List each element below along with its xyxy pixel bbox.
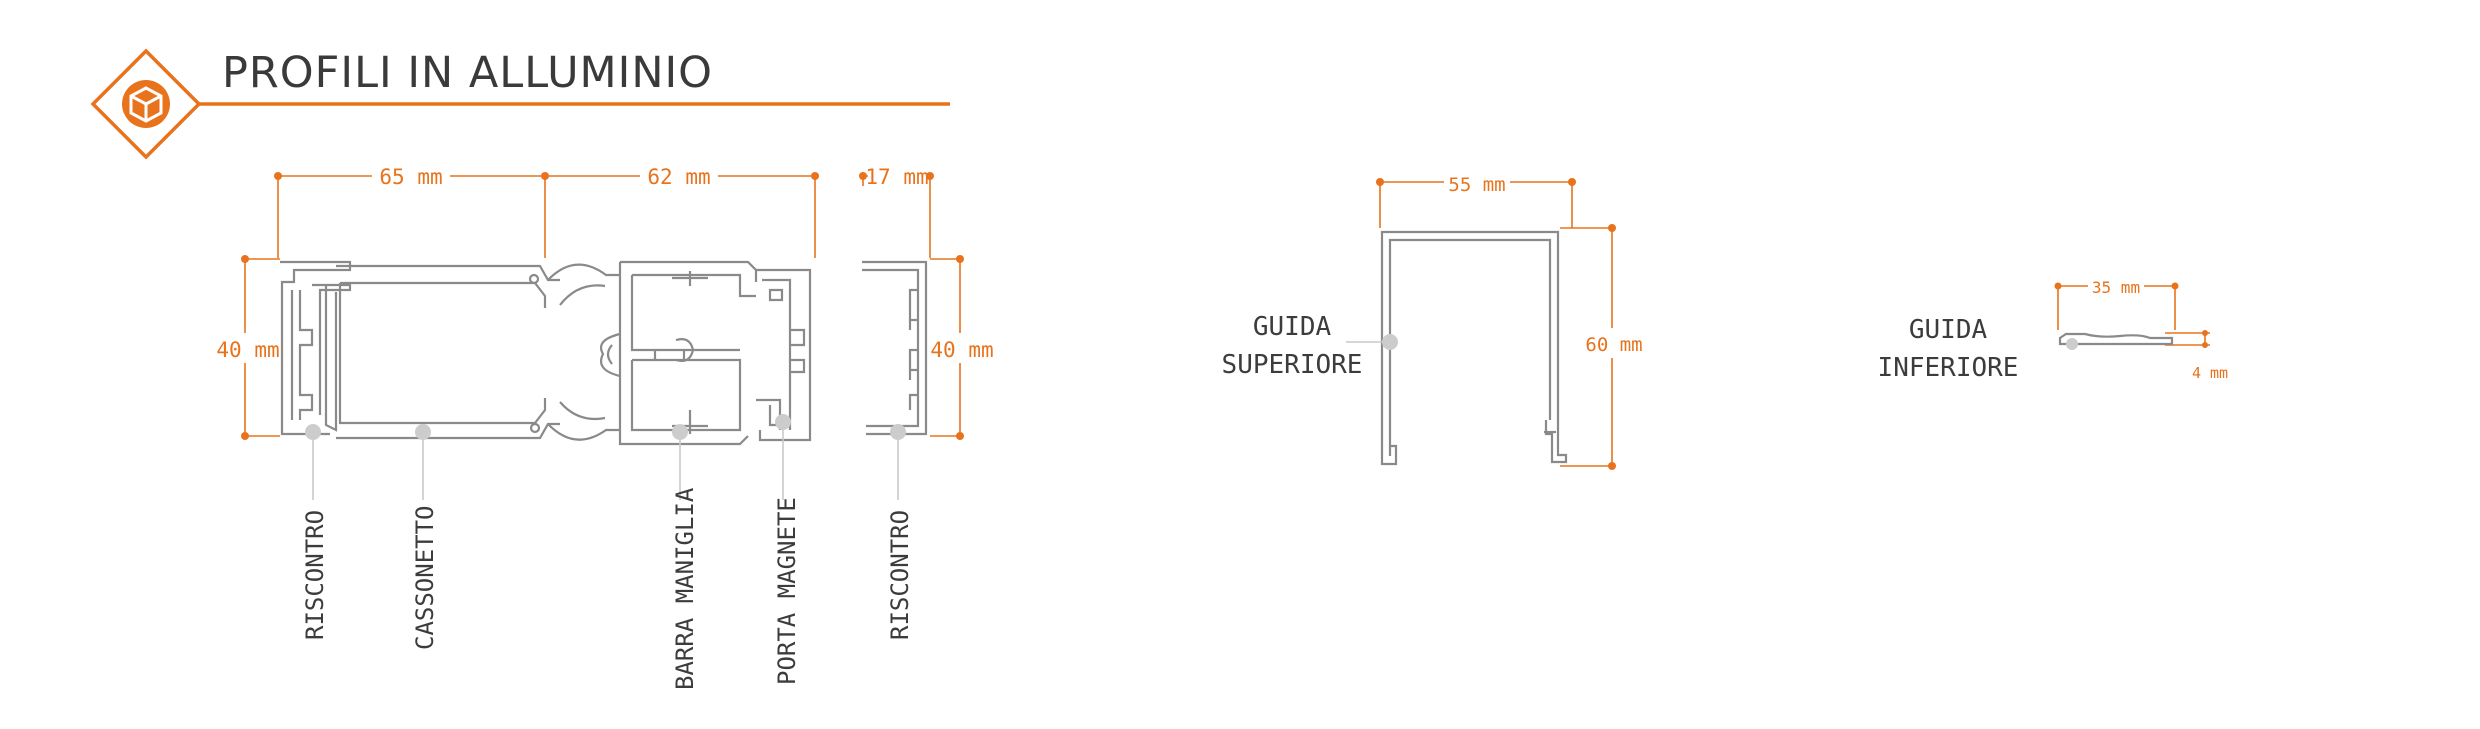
main-profile-leaders [305, 414, 791, 500]
label-barra-maniglia: BARRA MANIGLIA [671, 487, 699, 690]
header-logo [90, 48, 202, 160]
label-riscontro-left: RISCONTRO [301, 510, 329, 640]
cube-icon [122, 80, 170, 128]
page-title: PROFILI IN ALLUMINIO [222, 48, 714, 98]
riscontro-profile: 17 mm 40 mm RISCONTRO [859, 160, 994, 640]
guida-superiore-label-1: GUIDA [1253, 312, 1332, 342]
label-porta-magnete: PORTA MAGNETE [773, 497, 801, 685]
dim-width-right: 62 mm [647, 165, 710, 189]
main-profile-dimensions: 65 mm 62 mm 40 mm [214, 160, 819, 440]
guida-inferiore-label-2: INFERIORE [1878, 353, 2019, 383]
label-riscontro-right: RISCONTRO [886, 510, 914, 640]
guida-inferiore-label-1: GUIDA [1909, 315, 1988, 345]
dim-guida-inf-width: 35 mm [2092, 278, 2140, 297]
dim-riscontro-width: 17 mm [865, 165, 928, 189]
dim-guida-sup-height: 60 mm [1585, 334, 1642, 356]
dim-height-left: 40 mm [216, 338, 279, 362]
dim-guida-inf-height: 4 mm [2192, 364, 2228, 382]
main-profile-drawing [280, 260, 812, 446]
guida-superiore-label-2: SUPERIORE [1222, 350, 1363, 380]
dim-guida-sup-width: 55 mm [1448, 174, 1505, 196]
dim-width-left: 65 mm [379, 165, 442, 189]
dim-riscontro-height: 40 mm [930, 338, 993, 362]
guida-inferiore: GUIDA INFERIORE 35 mm 4 mm [1878, 274, 2228, 383]
label-cassonetto: CASSONETTO [411, 506, 439, 651]
guida-superiore: GUIDA SUPERIORE 55 mm 60 mm [1222, 168, 1643, 470]
